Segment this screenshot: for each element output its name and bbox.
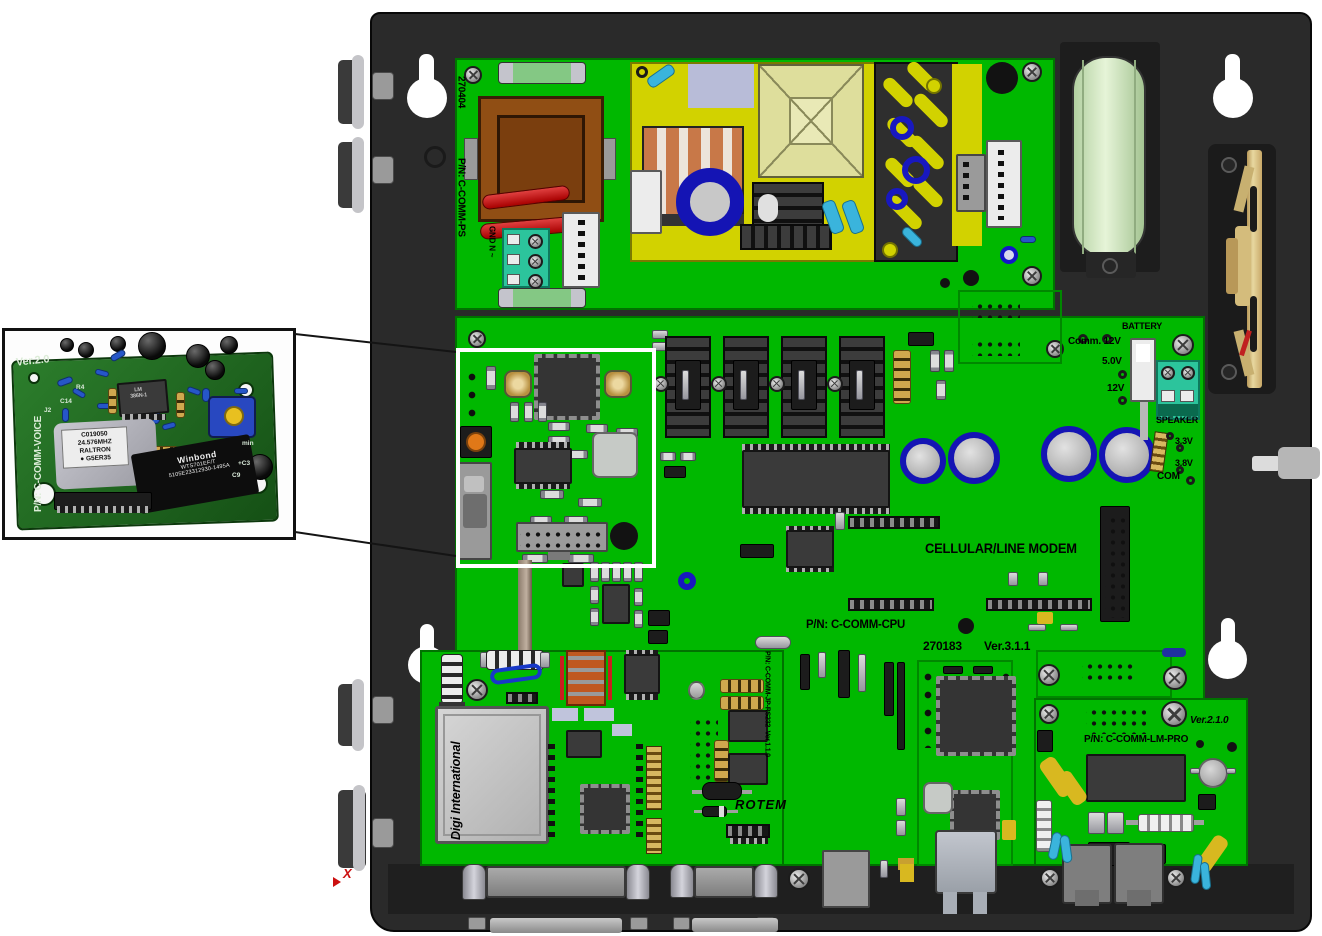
voice-module-highlight-rect xyxy=(456,348,656,568)
amp-ic-label: LM 386N-1 xyxy=(129,386,148,400)
cpu-board-code: 270183 xyxy=(923,639,962,653)
12v-testpoint-label: 12V xyxy=(1107,383,1125,394)
crystal-oscillator-label: C019050 24.576MHZ RALTRON ● G5ER35 xyxy=(61,426,129,469)
com-testpoint-label: COM xyxy=(1157,471,1180,482)
5v-testpoint-label: 5.0V xyxy=(1102,356,1122,367)
axis-arrow-icon xyxy=(333,877,341,887)
cable-gland xyxy=(338,142,364,208)
ps-board-part-number: P/N: C-COMM-PS xyxy=(455,158,467,237)
cellular-line-modem-silkscreen: CELLULAR/LINE MODEM xyxy=(925,540,1077,556)
speaker-terminal-label: SPEAKER xyxy=(1156,415,1199,425)
part-rect xyxy=(352,137,364,213)
cpu-board-part-number: P/N: C-COMM-CPU xyxy=(806,617,906,631)
cable-gland xyxy=(338,790,366,868)
3v3-testpoint-label: 3.3V xyxy=(1175,436,1193,446)
ref-r4: R4 xyxy=(76,384,85,391)
voice-module-part-number: P/N: C-COMM-VOICE xyxy=(33,415,44,512)
gnd-terminal-label: GND N ~ xyxy=(487,226,497,258)
part-rect xyxy=(353,785,365,871)
ref-min: min xyxy=(242,440,254,447)
ps-board-code: 270404 xyxy=(455,76,467,109)
rs232-board-part-number: P/N: C-COMM-JP-RS232 Ver.1.1.0 xyxy=(763,651,771,757)
battery-label: BATTERY xyxy=(1122,321,1163,331)
part-rect xyxy=(352,55,364,129)
ref-c14: C14 xyxy=(60,398,72,405)
cable-gland xyxy=(338,60,364,124)
ref-c9: C9 xyxy=(232,472,241,479)
comm-12v-label: Comm. 12V xyxy=(1068,336,1121,347)
ref-j2: J2 xyxy=(44,407,52,414)
cable-gland xyxy=(338,684,364,746)
cpu-board-version: Ver.3.1.1 xyxy=(984,639,1031,653)
lm-board-part-number: P/N: C-COMM-LM-PRO xyxy=(1084,734,1189,745)
axis-x-label: X xyxy=(343,866,352,881)
3v8-testpoint-label: 3.8V xyxy=(1175,458,1193,468)
rotem-logo: ROTEM xyxy=(735,797,787,812)
lm-board-version: Ver.2.1.0 xyxy=(1190,715,1229,726)
part-rect xyxy=(352,679,364,751)
digi-international-label: Digi International xyxy=(449,741,463,841)
ref-c3: +C3 xyxy=(238,460,251,467)
